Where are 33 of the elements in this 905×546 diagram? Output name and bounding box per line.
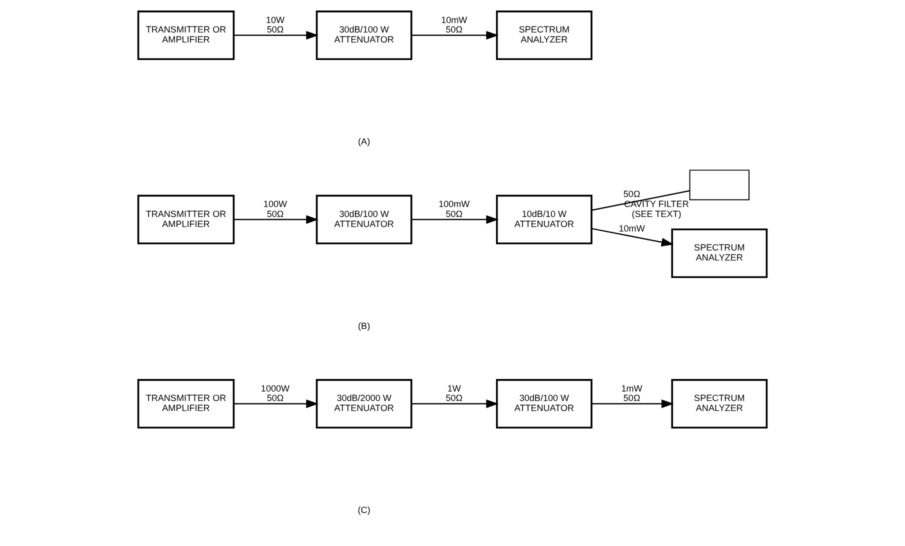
arrow xyxy=(234,30,318,40)
node-box: 30dB/2000 W ATTENUATOR xyxy=(316,379,412,429)
node-box: 30dB/100 W ATTENUATOR xyxy=(316,194,412,244)
label: (B) xyxy=(358,320,370,331)
node-box: TRANSMITTER OR AMPLIFIER xyxy=(137,194,235,244)
node-box: 30dB/100 W ATTENUATOR xyxy=(496,379,592,429)
arrow xyxy=(234,215,318,224)
node-box: SPECTRUM ANALYZER xyxy=(671,228,768,278)
node-box: TRANSMITTER OR AMPLIFIER xyxy=(137,379,235,429)
arrow xyxy=(234,399,318,408)
node-box: 30dB/100 W ATTENUATOR xyxy=(316,10,412,60)
arrow xyxy=(412,215,499,224)
label: (A) xyxy=(358,136,370,147)
arrow xyxy=(412,399,499,408)
node-box: TRANSMITTER OR AMPLIFIER xyxy=(137,10,235,60)
node-box: SPECTRUM ANALYZER xyxy=(671,379,768,429)
edge-label: 1W 50Ω xyxy=(446,383,463,404)
edge-label: 1000W 50Ω xyxy=(260,383,290,404)
edge-label: 10W 50Ω xyxy=(266,14,285,35)
arrow xyxy=(592,399,674,408)
edge-label: 100W 50Ω xyxy=(263,199,288,219)
arrow xyxy=(412,30,499,40)
edge-label: 1mW 50Ω xyxy=(621,383,642,404)
edge-label: 10mW xyxy=(618,224,645,234)
label: (C) xyxy=(358,505,370,516)
node-box xyxy=(689,170,750,200)
arrow xyxy=(591,228,674,246)
node-box: 10dB/10 W ATTENUATOR xyxy=(496,194,592,244)
edge-label: 10mW 50Ω xyxy=(441,14,468,35)
connector xyxy=(591,190,690,211)
node-box: SPECTRUM ANALYZER xyxy=(496,10,592,60)
edge-label: 50Ω xyxy=(623,189,640,200)
edge-label: 100mW 50Ω xyxy=(438,199,470,219)
